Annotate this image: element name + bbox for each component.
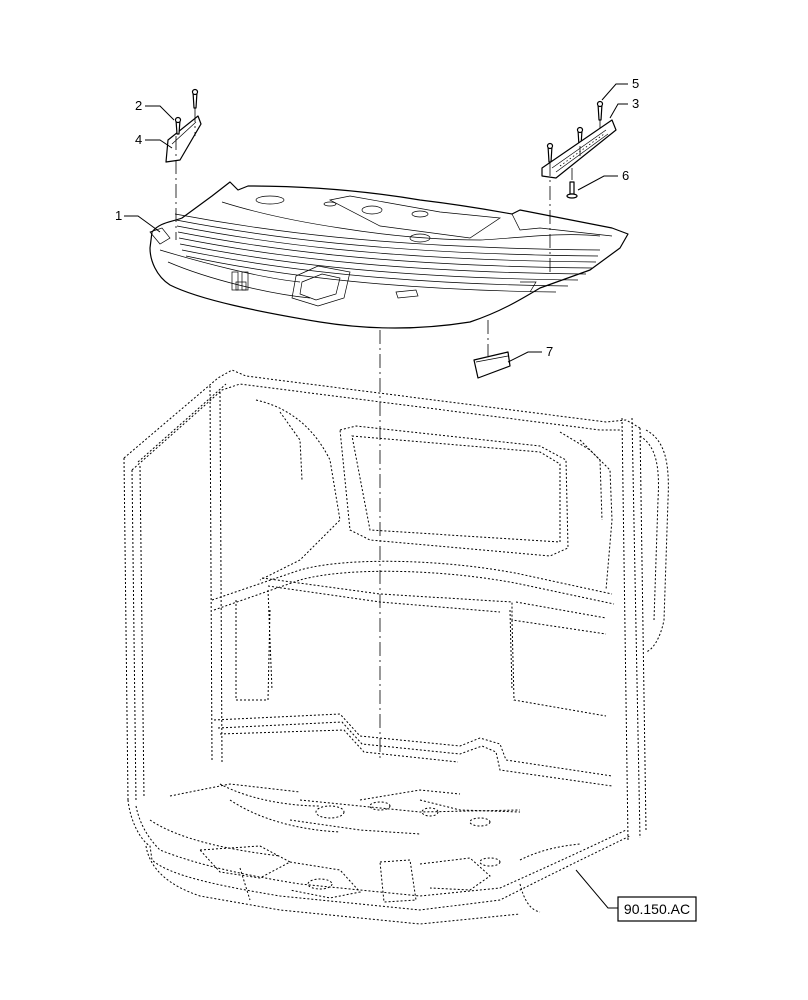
screw-part-2 — [174, 116, 182, 135]
callout-1-leader — [124, 215, 161, 233]
callout-3-label: 3 — [632, 96, 639, 111]
callout-7-leader — [507, 351, 542, 363]
left-bracket — [165, 115, 202, 163]
clip-part-6 — [566, 181, 578, 199]
reference-leader — [575, 869, 620, 909]
callout-5: 5 — [601, 76, 639, 101]
callout-5-label: 5 — [632, 76, 639, 91]
callout-2-leader — [145, 105, 175, 121]
callout-1-label: 1 — [115, 208, 122, 223]
callout-4: 4 — [135, 132, 173, 149]
reference-label: 90.150.AC — [624, 901, 690, 917]
reference-box — [617, 896, 697, 922]
callout-2: 2 — [135, 98, 175, 121]
callout-7-label: 7 — [546, 344, 553, 359]
callout-4-label: 4 — [135, 132, 142, 147]
reference-callout[interactable]: 90.150.AC — [575, 869, 697, 922]
callout-1: 1 — [115, 208, 161, 233]
callout-6-label: 6 — [622, 168, 629, 183]
callout-6-leader — [577, 175, 618, 191]
pad-part-7 — [473, 351, 511, 379]
assembly-centerlines — [175, 108, 601, 760]
callout-2-label: 2 — [135, 98, 142, 113]
screw-part-5 — [596, 100, 604, 121]
callout-6: 6 — [577, 168, 629, 191]
callout-3: 3 — [609, 96, 639, 119]
cab-frame — [123, 369, 669, 925]
callout-4-leader — [145, 139, 173, 149]
headliner-panel — [149, 181, 629, 329]
screw-right-low — [546, 142, 554, 163]
callout-5-leader — [601, 83, 628, 101]
screw-top-left — [191, 88, 199, 109]
callout-3-leader — [609, 103, 628, 119]
callout-7: 7 — [507, 344, 553, 363]
